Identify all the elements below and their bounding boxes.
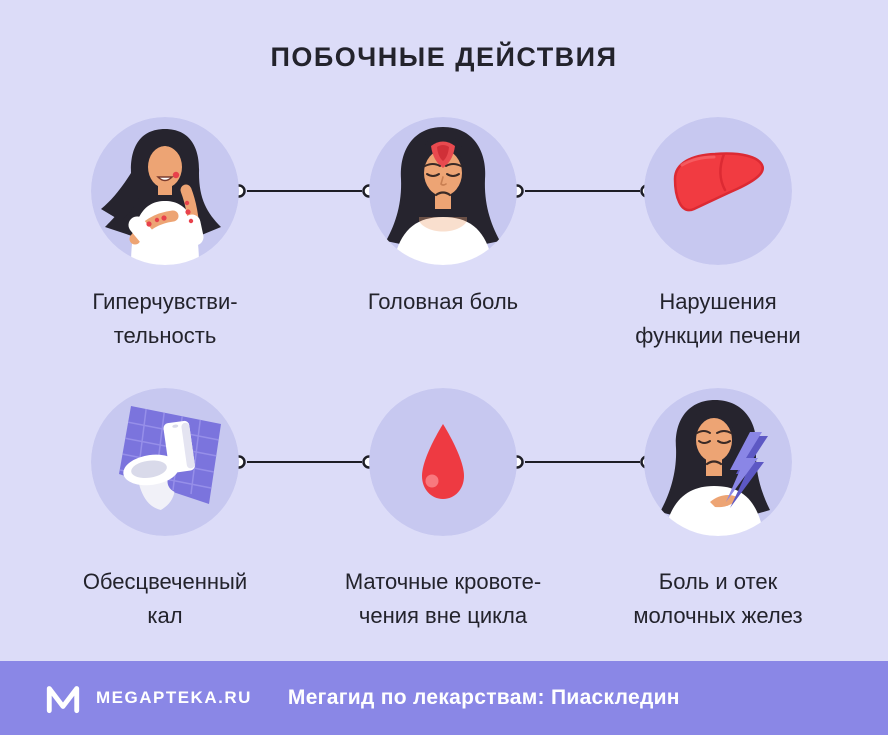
effect-label-line2: молочных желез xyxy=(633,603,803,628)
effect-label-line2: чения вне цикла xyxy=(358,603,528,628)
effect-label-line2: функции печени xyxy=(635,323,801,348)
side-effect-cell-bleeding: Маточные кровоте- чения вне цикла xyxy=(308,388,578,633)
effect-label-line1: Нарушения xyxy=(659,289,777,314)
liver-icon xyxy=(644,117,792,265)
woman-rash-illustration xyxy=(91,117,239,265)
side-effect-cell-liver: Нарушения функции печени xyxy=(583,117,853,353)
side-effect-cell-hypersensitivity: Гиперчувстви- тельность xyxy=(30,117,300,353)
footer-bar: MEGAPTEKA.RU Мегагид по лекарствам: Пиас… xyxy=(0,661,888,735)
effect-label: Гиперчувстви- тельность xyxy=(92,285,237,353)
effect-label: Головная боль xyxy=(368,285,518,319)
side-effect-cell-stool: Обесцвеченный кал xyxy=(30,388,300,633)
blood-drop-icon xyxy=(369,388,517,536)
headache-woman-illustration xyxy=(369,117,517,265)
brand-name: MEGAPTEKA.RU xyxy=(96,688,252,707)
effect-label: Нарушения функции печени xyxy=(635,285,800,353)
megapteka-logo-icon xyxy=(46,686,80,714)
breast-pain-illustration xyxy=(644,388,792,536)
page-title: ПОБОЧНЫЕ ДЕЙСТВИЯ xyxy=(270,42,618,72)
side-effect-cell-headache: Головная боль xyxy=(308,117,578,319)
side-effect-cell-breast-pain: Боль и отек молочных желез xyxy=(583,388,853,633)
effect-label-line1: Головная боль xyxy=(367,289,519,314)
effect-label: Боль и отек молочных желез xyxy=(633,565,802,633)
effect-label-line2: кал xyxy=(147,603,183,628)
effect-label-line1: Боль и отек xyxy=(658,569,778,594)
effect-label-line1: Маточные кровоте- xyxy=(344,569,542,594)
effect-label: Маточные кровоте- чения вне цикла xyxy=(345,565,541,633)
effect-label-line1: Гиперчувстви- xyxy=(92,289,238,314)
effect-label-line1: Обесцвеченный xyxy=(82,569,248,594)
footer-caption: Мегагид по лекарствам: Пиаскледин xyxy=(287,686,680,709)
effect-label: Обесцвеченный кал xyxy=(83,565,247,633)
toilet-icon xyxy=(91,388,239,536)
effect-label-line2: тельность xyxy=(113,323,217,348)
